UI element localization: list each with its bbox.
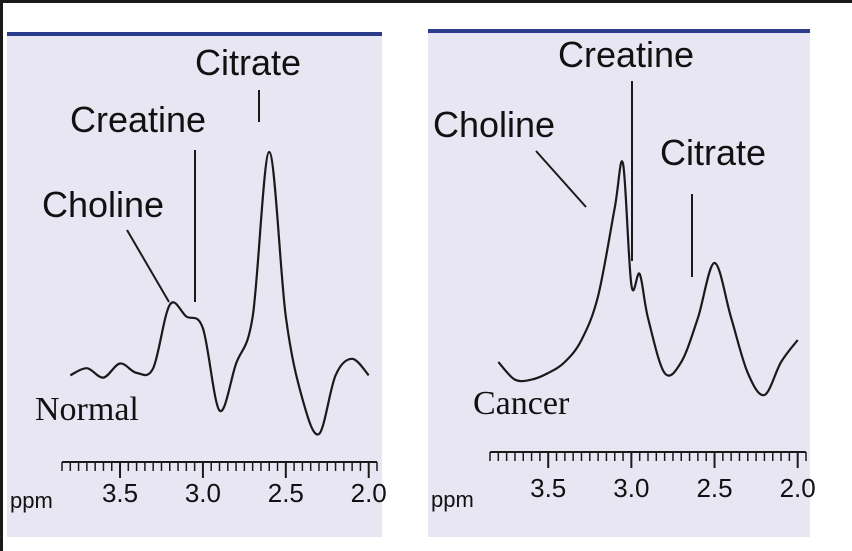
x-tick-label: 3.5 — [102, 478, 138, 508]
x-tick-label: 3.5 — [530, 473, 566, 503]
peak-leader-line — [535, 150, 587, 208]
x-tick-label: 2.0 — [351, 478, 387, 508]
figure-border-left — [0, 0, 3, 551]
x-tick-label: 2.5 — [268, 478, 304, 508]
figure-border-top — [0, 0, 852, 3]
spectrum-line — [69, 150, 370, 436]
peak-label-citrate: Citrate — [195, 42, 301, 83]
peak-label-creatine: Creatine — [558, 34, 694, 75]
x-tick-label: 2.0 — [780, 473, 816, 503]
peak-label-creatine: Creatine — [70, 99, 206, 140]
peak-label-choline: Choline — [433, 104, 555, 145]
spectrum-line — [497, 160, 799, 397]
condition-label: Cancer — [473, 385, 570, 422]
x-tick-label: 3.0 — [613, 473, 649, 503]
x-axis-unit-label: ppm — [10, 488, 53, 513]
x-axis-unit-label: ppm — [431, 487, 474, 512]
condition-label: Normal — [35, 391, 139, 428]
peak-label-choline: Choline — [42, 184, 164, 225]
x-tick-label: 3.0 — [185, 478, 221, 508]
peak-label-citrate: Citrate — [660, 132, 766, 173]
x-tick-label: 2.5 — [696, 473, 732, 503]
peak-leader-line — [126, 229, 170, 303]
